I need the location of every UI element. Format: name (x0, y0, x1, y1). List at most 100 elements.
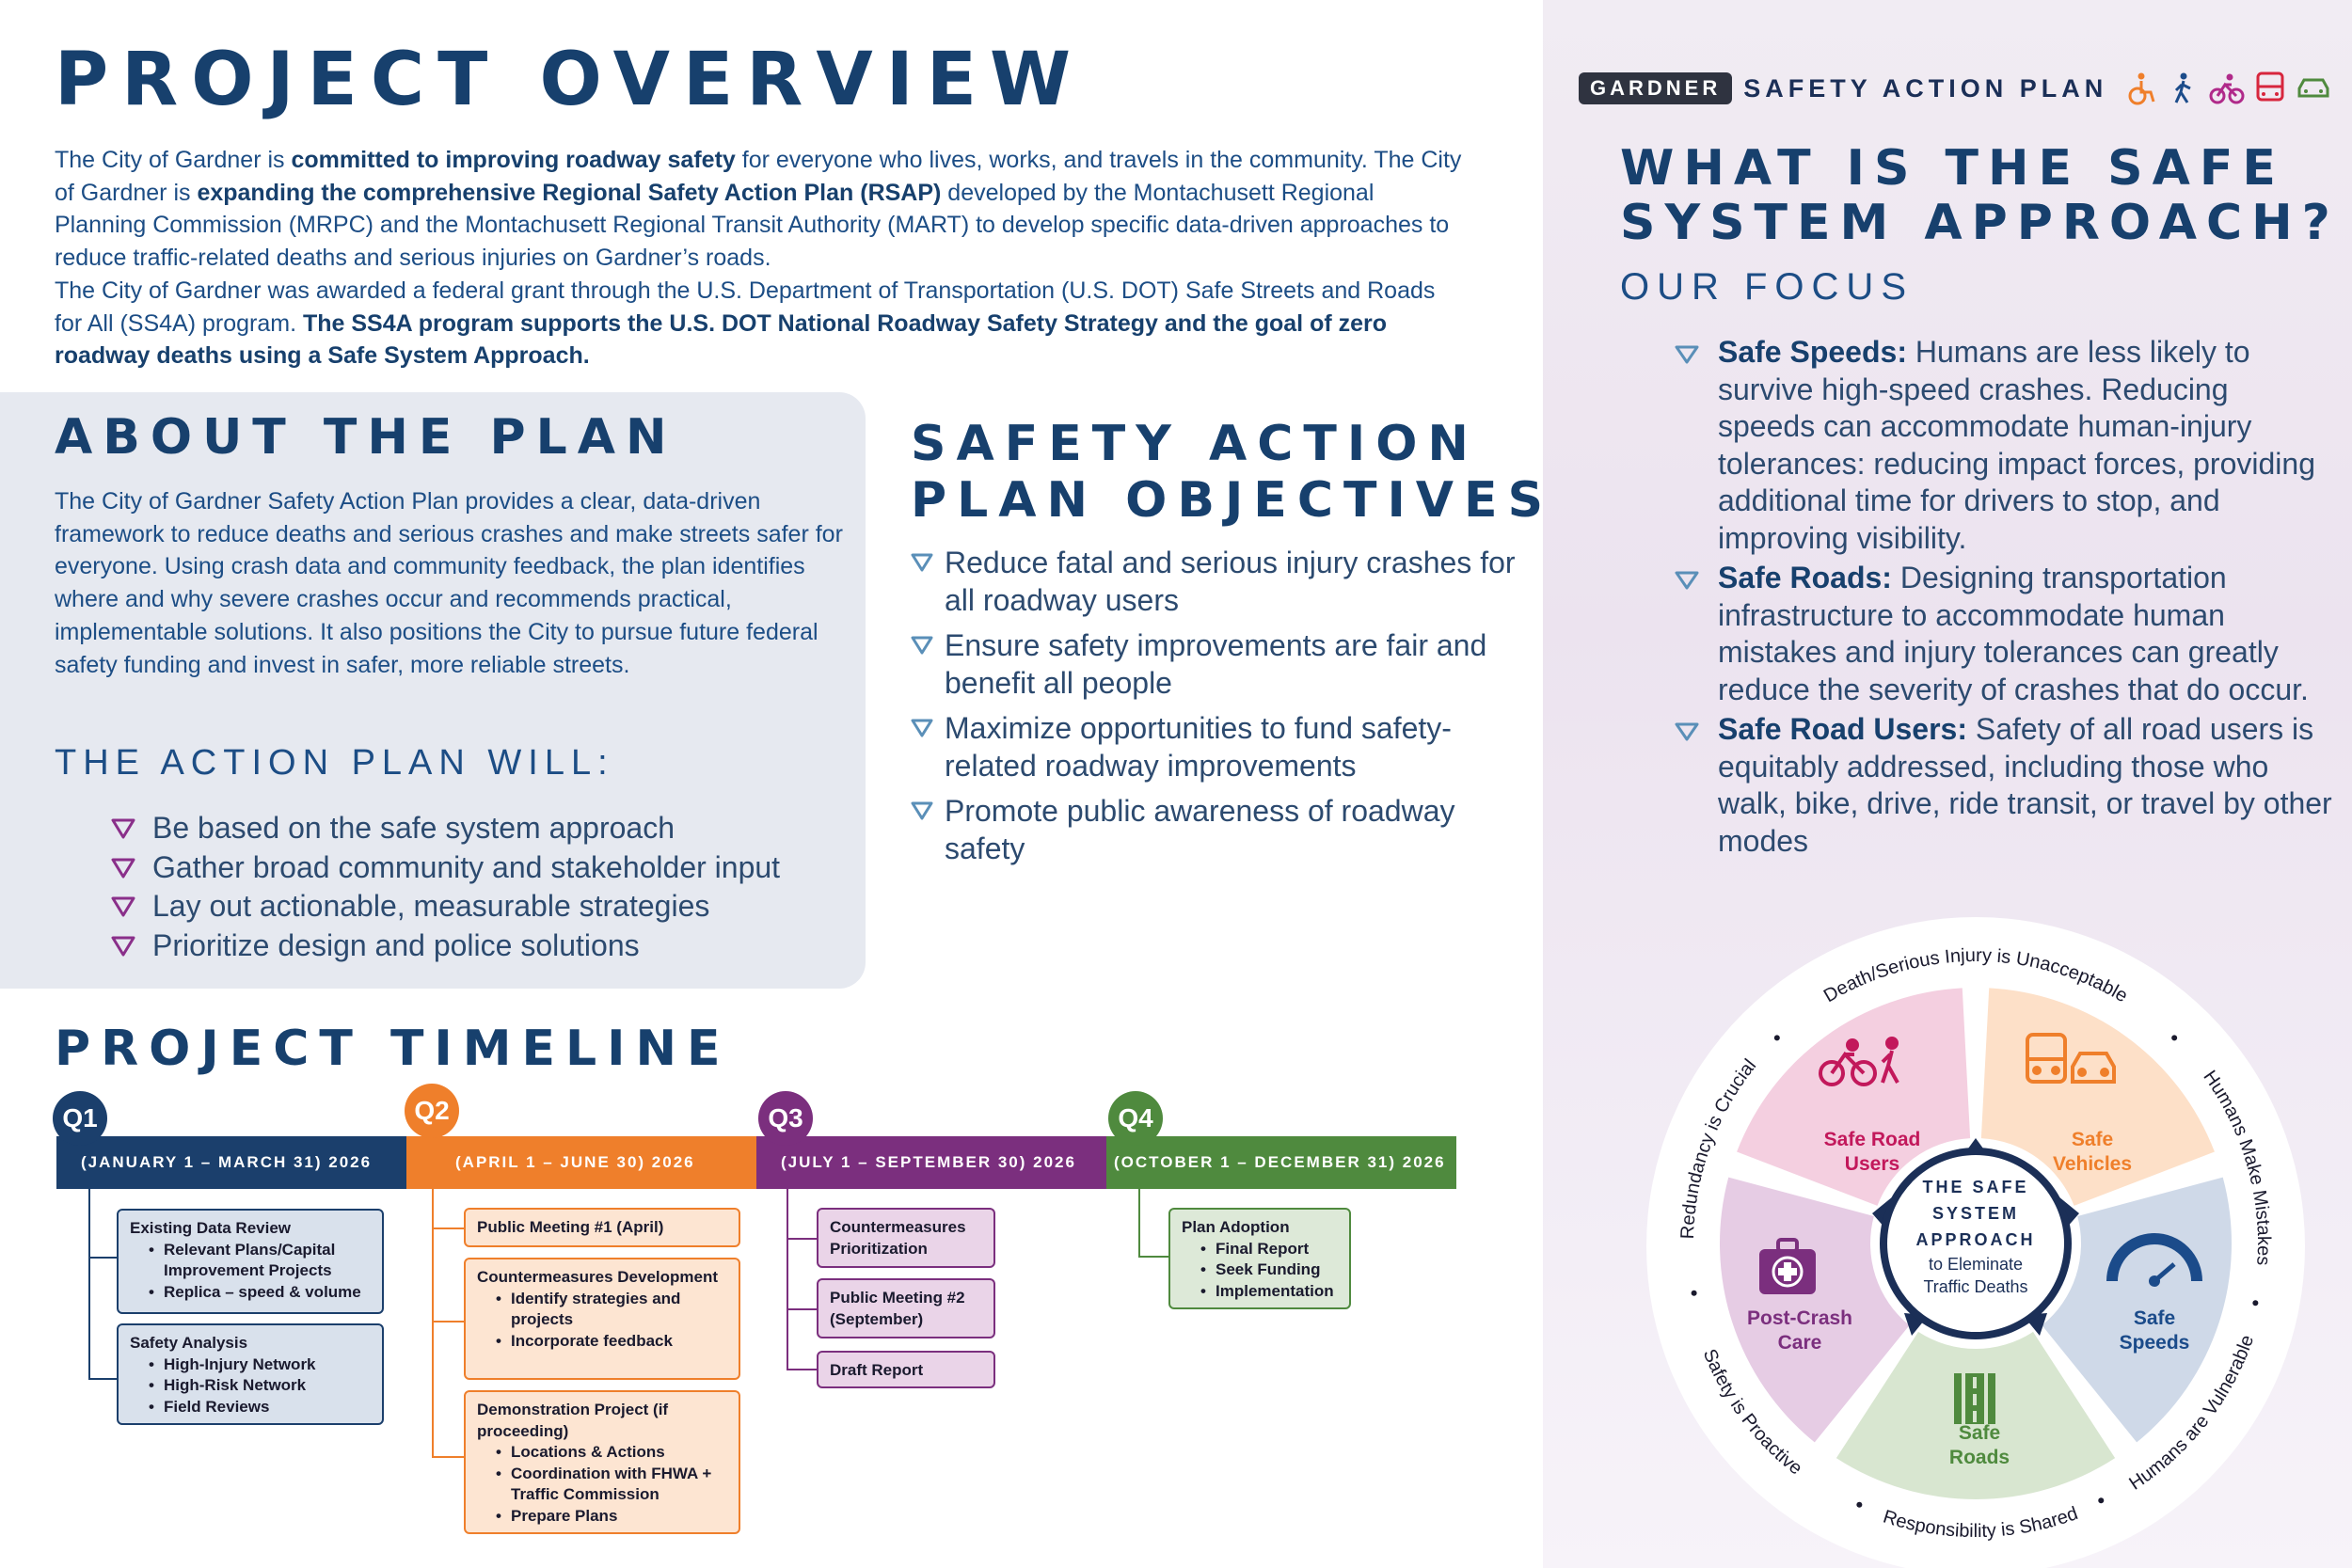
safe-system-wheel: Safe RoadUsersSafeVehiclesSafeSpeedsSafe… (1646, 917, 2305, 1568)
card-item: Coordination with FHWA + Traffic Commiss… (496, 1464, 727, 1506)
our-focus-title: OUR FOCUS (1620, 266, 1914, 308)
q4-card-plan-adoption: Plan Adoption Final ReportSeek FundingIm… (1168, 1208, 1351, 1309)
overview-paragraph-2: The City of Gardner was awarded a federa… (55, 275, 1466, 372)
first-aid-kit-icon (1759, 1238, 1816, 1294)
list-item: Safe Roads: Designing transportation inf… (1675, 560, 2333, 708)
action-plan-will-list: Be based on the safe system approach Gat… (111, 809, 780, 965)
timeline-q2-bar: (APRIL 1 – JUNE 30) 2026 (406, 1136, 756, 1189)
overview-paragraph-1: The City of Gardner is committed to impr… (55, 144, 1466, 274)
card-title: Safety Analysis (130, 1334, 248, 1352)
brand-title: SAFETY ACTION PLAN (1743, 73, 2108, 103)
triangle-bullet-icon (911, 636, 933, 655)
list-item-text: Be based on the safe system approach (152, 811, 675, 845)
bus-icon (2256, 71, 2284, 102)
wheel-ring-dot (1773, 1035, 1780, 1041)
card-title: Public Meeting #2 (September) (830, 1289, 965, 1328)
q3-card-public-meeting-2: Public Meeting #2 (September) (817, 1278, 995, 1338)
list-item: Promote public awareness of roadway safe… (911, 792, 1532, 867)
wheel-segment (1720, 1177, 1910, 1443)
triangle-bullet-icon (111, 818, 135, 839)
list-item: Safe Speeds: Humans are less likely to s… (1675, 334, 2333, 557)
wheel-segment (1737, 988, 1971, 1206)
q2-card-demonstration-project: Demonstration Project (if proceeding) Lo… (464, 1390, 740, 1534)
list-item-text: Reduce fatal and serious injury crashes … (945, 546, 1516, 617)
q4-connector (1138, 1189, 1140, 1257)
q3-card-prioritization: Countermeasures Prioritization (817, 1208, 995, 1268)
card-title: Countermeasures Development (477, 1268, 719, 1286)
safe-system-title-line-1: WHAT IS THE SAFE (1620, 140, 2285, 197)
action-plan-will-title: THE ACTION PLAN WILL: (55, 743, 614, 783)
q3-range: (JULY 1 – SEPTEMBER 30) 2026 (781, 1153, 1076, 1171)
list-item: Prioritize design and police solutions (111, 927, 780, 966)
triangle-bullet-icon (911, 719, 933, 737)
card-item: Seek Funding (1200, 1259, 1338, 1281)
paragraph-run: The SS4A program supports the U.S. DOT N… (55, 309, 1388, 370)
q2-connector (432, 1321, 464, 1323)
list-item-text: Lay out actionable, measurable strategie… (152, 889, 710, 923)
wheel-segment (1980, 988, 2215, 1206)
wheel-segment-label: Speeds (2120, 1332, 2190, 1354)
q1-badge: Q1 (53, 1091, 107, 1146)
safe-speeds-icon (2106, 1233, 2202, 1287)
paragraph-run: The City of Gardner was awarded a federa… (55, 277, 1436, 337)
wheel-center-line-4: to Eleminate (1929, 1255, 2023, 1274)
card-item: Field Reviews (149, 1397, 371, 1418)
focus-text: Humans are less likely to survive high-s… (1718, 335, 2315, 555)
q2-card-public-meeting-1: Public Meeting #1 (April) (464, 1208, 740, 1247)
objectives-title: SAFETY ACTION PLAN OBJECTIVES (911, 416, 1553, 529)
focus-term: Safe Roads: (1718, 561, 1892, 594)
brand-header: GARDNER SAFETY ACTION PLAN (1579, 71, 2331, 105)
card-title: Existing Data Review (130, 1219, 292, 1237)
triangle-bullet-icon (111, 858, 135, 878)
paragraph-run: for everyone who lives, works, and trave… (55, 147, 1462, 206)
q2-connector (432, 1227, 464, 1229)
q2-range: (APRIL 1 – JUNE 30) 2026 (455, 1153, 695, 1171)
paragraph-run: expanding the comprehensive Regional Saf… (197, 179, 942, 206)
wheel-center-line-5: Traffic Deaths (1923, 1277, 2027, 1296)
triangle-bullet-icon (911, 801, 933, 820)
bicycle-icon (2209, 73, 2245, 104)
list-item: Lay out actionable, measurable strategie… (111, 887, 780, 927)
card-title: Countermeasures Prioritization (830, 1218, 966, 1258)
card-item: Implementation (1200, 1281, 1338, 1303)
timeline-q1-bar: (JANUARY 1 – MARCH 31) 2026 (56, 1136, 406, 1189)
wheel-segment-label: Care (1778, 1332, 1822, 1354)
wheel-ring-dot (1856, 1501, 1863, 1508)
q2-card-countermeasures-development: Countermeasures Development Identify str… (464, 1258, 740, 1380)
safe-road-users-icon (1819, 1037, 1899, 1086)
wheel-segment-label: Safe (2134, 1307, 2175, 1329)
q1-connector (88, 1257, 117, 1259)
q3-connector (787, 1369, 817, 1370)
about-plan-title: ABOUT THE PLAN (55, 409, 677, 466)
list-item-text: Ensure safety improvements are fair and … (945, 628, 1487, 700)
wheel-center-line-3: APPROACH (1915, 1230, 2035, 1249)
overview-title: PROJECT OVERVIEW (55, 38, 1085, 122)
triangle-bullet-icon (111, 936, 135, 956)
triangle-bullet-icon (1675, 345, 1699, 364)
wheel-ring-dot (2171, 1035, 2178, 1041)
timeline-title: PROJECT TIMELINE (55, 1021, 731, 1077)
list-item-text: Gather broad community and stakeholder i… (152, 849, 781, 884)
card-item: High-Injury Network (149, 1354, 371, 1376)
wheel-center (1887, 1155, 2064, 1332)
paragraph-run: The City of Gardner is (55, 147, 292, 173)
wheelchair-icon (2128, 72, 2155, 105)
safe-system-title: WHAT IS THE SAFE SYSTEM APPROACH? (1620, 141, 2340, 250)
q1-card-existing-data: Existing Data Review Relevant Plans/Capi… (117, 1209, 384, 1314)
objectives-list: Reduce fatal and serious injury crashes … (911, 544, 1532, 875)
q3-connector (787, 1189, 788, 1370)
wheel-segment-label: Post-Crash (1747, 1307, 1852, 1329)
paragraph-run: committed to improving roadway safety (291, 147, 736, 173)
wheel-segment-label: Safe (2072, 1129, 2113, 1150)
wheel-ring-dot (2098, 1497, 2105, 1504)
q3-badge: Q3 (758, 1091, 813, 1146)
objectives-title-line-2: PLAN OBJECTIVES (911, 472, 1554, 529)
wheel-center-line-2: SYSTEM (1932, 1204, 2019, 1223)
list-item-text: Prioritize design and police solutions (152, 927, 640, 962)
triangle-bullet-icon (911, 553, 933, 572)
q1-range: (JANUARY 1 – MARCH 31) 2026 (81, 1153, 373, 1171)
objectives-title-line-1: SAFETY ACTION (911, 416, 1479, 472)
triangle-bullet-icon (111, 896, 135, 917)
about-plan-body: The City of Gardner Safety Action Plan p… (55, 488, 843, 678)
card-item: Incorporate feedback (496, 1331, 727, 1353)
